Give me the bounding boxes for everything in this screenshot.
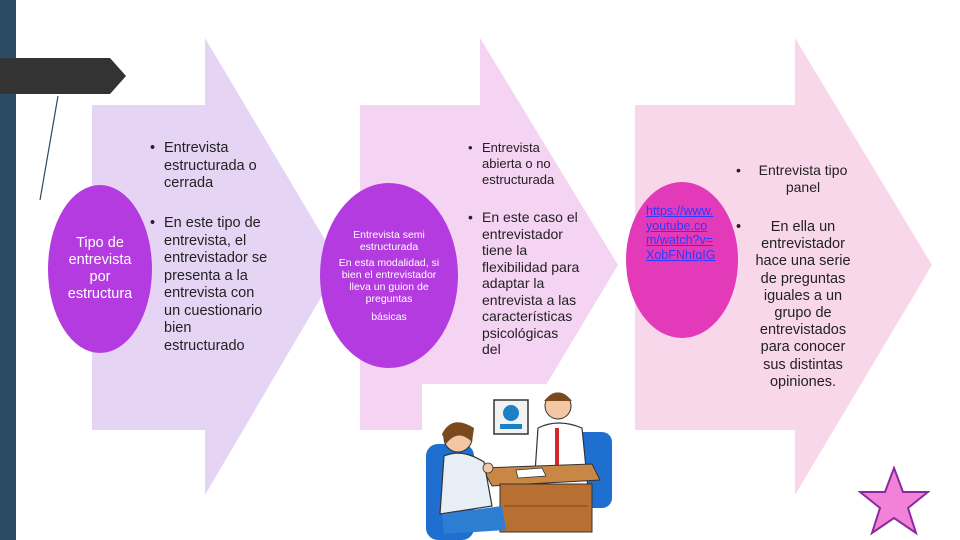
dark-tab-shape — [0, 58, 126, 94]
arrow-shape-3 — [635, 38, 932, 495]
bullet-dot-icon: • — [150, 140, 156, 156]
arrow-shape-1 — [92, 38, 340, 495]
star-icon — [858, 466, 930, 536]
column1-heading: Entrevista estructurada o cerrada — [164, 140, 257, 191]
column2-body-bullet: • En este caso el entrevistador tiene la… — [468, 209, 580, 385]
bullet-dot-icon: • — [150, 215, 156, 231]
column1-body: En este tipo de entrevista, el entrevist… — [164, 215, 268, 354]
column3-heading-bullet: • Entrevista tipo panel — [736, 162, 856, 196]
bullet-dot-icon: • — [736, 219, 742, 235]
decorative-line — [39, 95, 59, 201]
bullet-dot-icon: • — [468, 209, 473, 225]
ellipse-tipo-entrevista: Tipo de entrevista por estructura — [48, 185, 152, 353]
column2-body: En este caso el entrevistador tiene la f… — [482, 209, 580, 357]
youtube-link[interactable]: https://www.youtube.com/watch?v=XobFNhIq… — [646, 204, 716, 262]
ellipse-semi-estructurada: Entrevista semi estructurada En esta mod… — [320, 183, 458, 368]
column3-body-bullet: • En ella un entrevistador hace una seri… — [736, 219, 856, 391]
ellipse-link: https://www.youtube.com/watch?v=XobFNhIq… — [626, 182, 738, 338]
column3-body: En ella un entrevistador hace una serie … — [755, 219, 851, 390]
ellipse-mid-body: En esta modalidad, si bien el entrevista… — [338, 256, 440, 305]
column1-body-bullet: • En este tipo de entrevista, el entrevi… — [150, 215, 268, 355]
ellipse-mid-title: Entrevista semi estructurada — [353, 228, 425, 253]
arrow-shape-2 — [360, 38, 618, 495]
bullet-dot-icon: • — [736, 162, 741, 178]
left-sidebar-bar — [0, 0, 16, 540]
bullet-dot-icon: • — [468, 140, 473, 155]
ellipse-left-label: Tipo de entrevista por estructura — [67, 235, 133, 302]
ellipse-mid-extra: básicas — [371, 310, 407, 323]
column1-heading-bullet: • Entrevista estructurada o cerrada — [150, 140, 270, 193]
column2-heading-bullet: • Entrevista abierta o no estructurada — [468, 140, 580, 188]
column2-heading: Entrevista abierta o no estructurada — [482, 140, 555, 187]
interview-clipart-icon — [422, 384, 618, 540]
column3-heading: Entrevista tipo panel — [758, 162, 848, 195]
